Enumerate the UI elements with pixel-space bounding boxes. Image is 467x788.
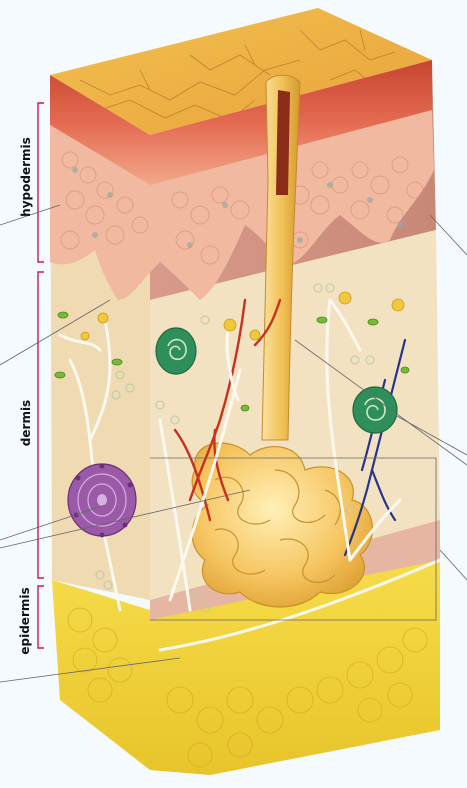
dermis-label: dermis <box>19 395 33 451</box>
tactile-corpuscle-right <box>353 387 397 433</box>
lamellar-corpuscle <box>68 464 136 538</box>
hypodermis-label: hypodermis <box>19 137 33 217</box>
tactile-corpuscle-left <box>156 328 196 374</box>
epidermis-label: epidermis <box>18 581 32 661</box>
hair-core <box>276 90 290 195</box>
